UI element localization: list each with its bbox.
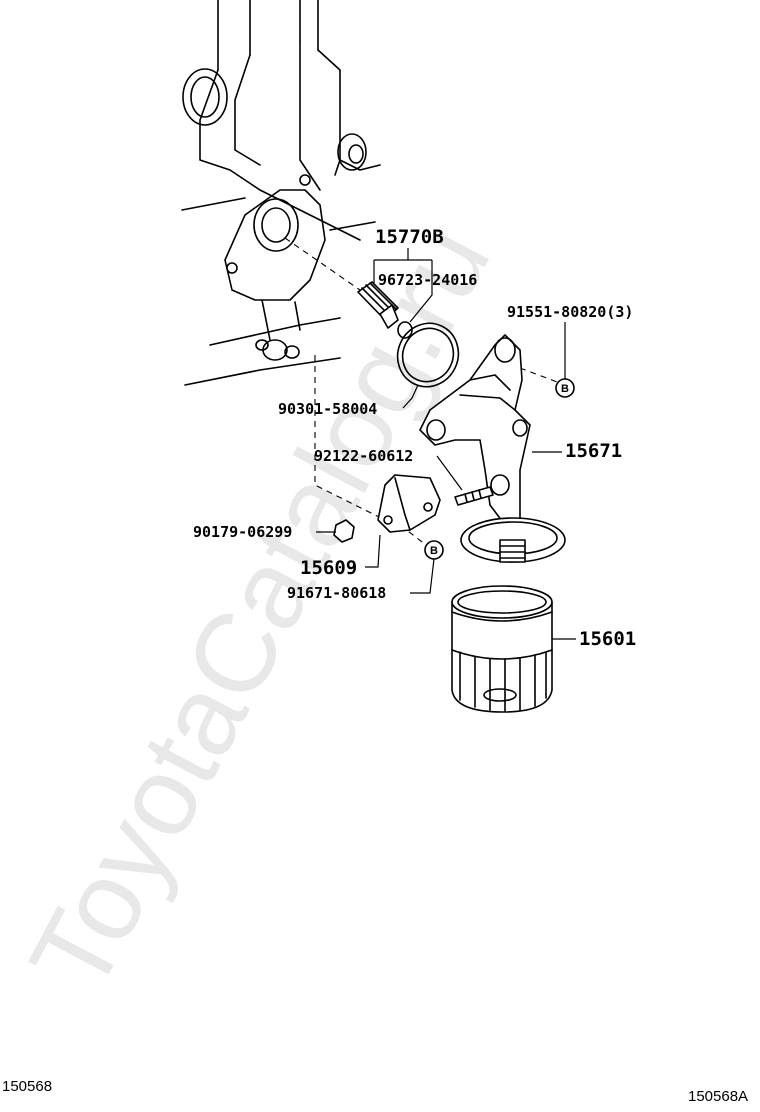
part-label-15601: 15601 bbox=[579, 628, 636, 650]
part-label-91671-80618: 91671-80618 bbox=[287, 584, 386, 602]
part-label-15770b: 15770B bbox=[375, 226, 444, 248]
part-label-90179-06299: 90179-06299 bbox=[193, 523, 292, 541]
svg-text:B: B bbox=[561, 383, 569, 395]
callout-b-lower: B bbox=[424, 540, 444, 560]
leader-lines bbox=[316, 248, 576, 640]
part-label-90301-58004: 90301-58004 bbox=[278, 400, 377, 418]
part-label-15671: 15671 bbox=[565, 440, 622, 462]
oil-filter-drawing bbox=[451, 585, 553, 713]
bracket-drawing bbox=[377, 474, 441, 533]
union-bolt-drawing bbox=[357, 281, 413, 339]
part-label-96723-24016: 96723-24016 bbox=[378, 271, 477, 289]
svg-text:B: B bbox=[430, 545, 438, 557]
callout-b-upper: B bbox=[555, 378, 575, 398]
nut-drawing bbox=[333, 519, 355, 543]
watermark-text: ToyotaCatalog.ru bbox=[6, 205, 514, 1011]
figure-ref-right: 150568A bbox=[688, 1088, 749, 1105]
figure-ref-left: 150568 bbox=[2, 1078, 53, 1095]
engine-block-drawing bbox=[181, 0, 381, 386]
part-label-15609: 15609 bbox=[300, 557, 357, 579]
centerline-bolt-b bbox=[519, 367, 566, 386]
part-label-92122-60612: 92122-60612 bbox=[314, 447, 413, 465]
part-label-91551-80820: 91551-80820(3) bbox=[507, 303, 633, 321]
filter-bracket-drawing bbox=[419, 334, 566, 563]
stud-drawing bbox=[454, 486, 494, 506]
centerline-flange bbox=[284, 237, 361, 291]
o-ring-drawing bbox=[396, 322, 460, 388]
